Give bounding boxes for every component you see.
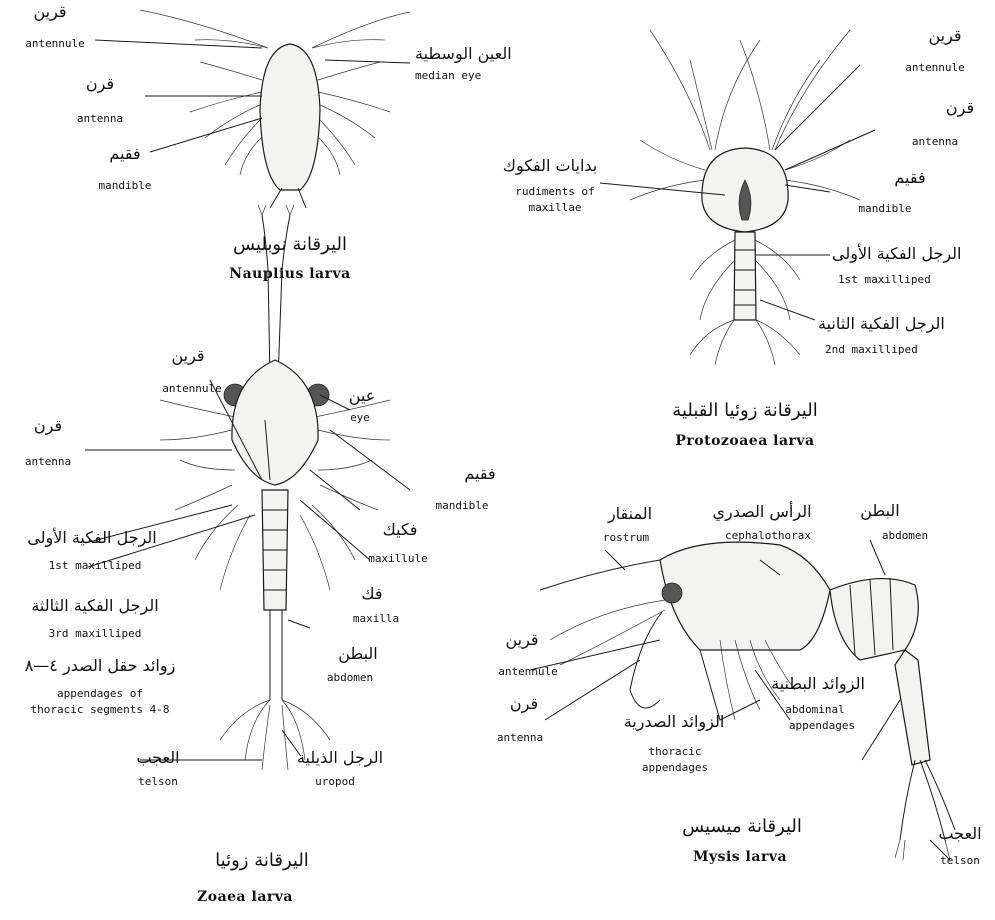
protozoaea-second-maxilliped-en: 2nd maxilliped [825,344,918,356]
mysis-abdominal-en-1: abdominal [785,704,845,716]
zoaea-eye-en: eye [350,412,370,424]
nauplius-antenna-ar: قرن [86,76,114,93]
zoaea-uropod-ar: الرجل الذيلية [297,750,383,767]
protozoaea-first-maxilliped-ar: الرجل الفكية الأولى [832,246,962,263]
mysis-drawing [540,542,955,860]
mysis-antennule-en: antennule [498,666,558,678]
zoaea-drawing [160,205,390,770]
protozoaea-antennule-ar: قرين [928,28,961,45]
mysis-abdominal-en-2: appendages [789,720,855,732]
mysis-thoracic-ar: الزوائد الصدرية [624,714,725,731]
zoaea-antenna-ar: قرن [34,418,62,435]
mysis-rostrum-en: rostrum [603,532,649,544]
mysis-abdomen-ar: البطن [860,503,899,520]
zoaea-third-maxilliped-en: 3rd maxilliped [49,628,142,640]
zoaea-abdomen-en: abdomen [327,672,373,684]
mysis-rostrum-ar: المنقار [608,506,652,523]
mysis-antenna-en: antenna [497,732,543,744]
mysis-cephalothorax-ar: الرأس الصدري [712,504,811,521]
nauplius-antennule-en: antennule [25,38,85,50]
zoaea-appendages-en-2: thoracic segments 4-8 [30,704,169,716]
zoaea-maxillule-en: maxillule [368,553,428,565]
protozoaea-second-maxilliped-ar: الرجل الفكية الثانية [818,316,945,333]
zoaea-mandible-en: mandible [436,500,489,512]
zoaea-appendages-en-1: appendages of [57,688,143,700]
protozoaea-rudiments-en-2: maxillae [529,202,582,214]
nauplius-median-eye-ar: العين الوسطية [415,46,512,63]
zoaea-first-maxilliped-en: 1st maxilliped [49,560,142,572]
mysis-abdomen-en: abdomen [882,530,928,542]
zoaea-maxillule-ar: فكيك [383,522,418,539]
nauplius-drawing [140,10,410,208]
mysis-caption-en: Mysis larva [693,850,787,865]
mysis-telson-en: telson [940,855,980,867]
nauplius-mandible-ar: فقيم [109,146,140,163]
zoaea-appendages-ar: زوائد حقل الصدر ٤—٨ [25,658,176,675]
zoaea-uropod-en: uropod [315,776,355,788]
zoaea-antennule-ar: قرين [171,348,204,365]
nauplius-caption-ar: اليرقانة نوبليس [233,236,347,255]
protozoaea-rudiments-ar: بدايات الفكوك [503,158,597,175]
zoaea-eye-ar: عين [349,388,376,405]
protozoaea-antennule-en: antennule [905,62,965,74]
zoaea-caption-en: Zoaea larva [197,890,293,905]
nauplius-mandible-en: mandible [99,180,152,192]
protozoaea-first-maxilliped-en: 1st maxilliped [838,274,931,286]
zoaea-maxilla-ar: فك [361,586,382,603]
zoaea-antennule-en: antennule [162,383,222,395]
mysis-caption-ar: اليرقانة ميسيس [682,818,802,837]
mysis-telson-ar: العجب [938,826,981,843]
nauplius-antenna-en: antenna [77,113,123,125]
protozoaea-mandible-en: mandible [859,203,912,215]
protozoaea-antenna-ar: قرن [946,100,974,117]
mysis-thoracic-en-2: appendages [642,762,708,774]
zoaea-antenna-en: antenna [25,456,71,468]
protozoaea-antenna-en: antenna [912,136,958,148]
protozoaea-mandible-ar: فقيم [894,170,925,187]
zoaea-abdomen-ar: البطن [338,646,377,663]
zoaea-telson-ar: العجب [136,750,179,767]
mysis-antennule-ar: قرين [505,632,538,649]
mysis-antenna-ar: قرن [510,696,538,713]
zoaea-telson-en: telson [138,776,178,788]
protozoaea-caption-ar: اليرقانة زوئيا القبلية [672,402,817,421]
zoaea-maxilla-en: maxilla [353,613,399,625]
mysis-thoracic-en-1: thoracic [649,746,702,758]
zoaea-caption-ar: اليرقانة زوئيا [215,852,309,871]
mysis-cephalothorax-en: cephalothorax [725,530,811,542]
zoaea-mandible-ar: فقيم [464,466,495,483]
protozoaea-caption-en: Protozoaea larva [675,434,814,449]
zoaea-first-maxilliped-ar: الرجل الفكية الأولى [27,530,157,547]
nauplius-median-eye-en: median eye [415,70,481,82]
nauplius-caption-en: Nauplius larva [229,267,350,282]
zoaea-third-maxilliped-ar: الرجل الفكية الثالثة [31,598,158,615]
protozoaea-rudiments-en-1: rudiments of [515,186,594,198]
nauplius-antennule-ar: قرين [33,4,66,21]
mysis-abdominal-ar: الزوائد البطنية [771,676,865,693]
